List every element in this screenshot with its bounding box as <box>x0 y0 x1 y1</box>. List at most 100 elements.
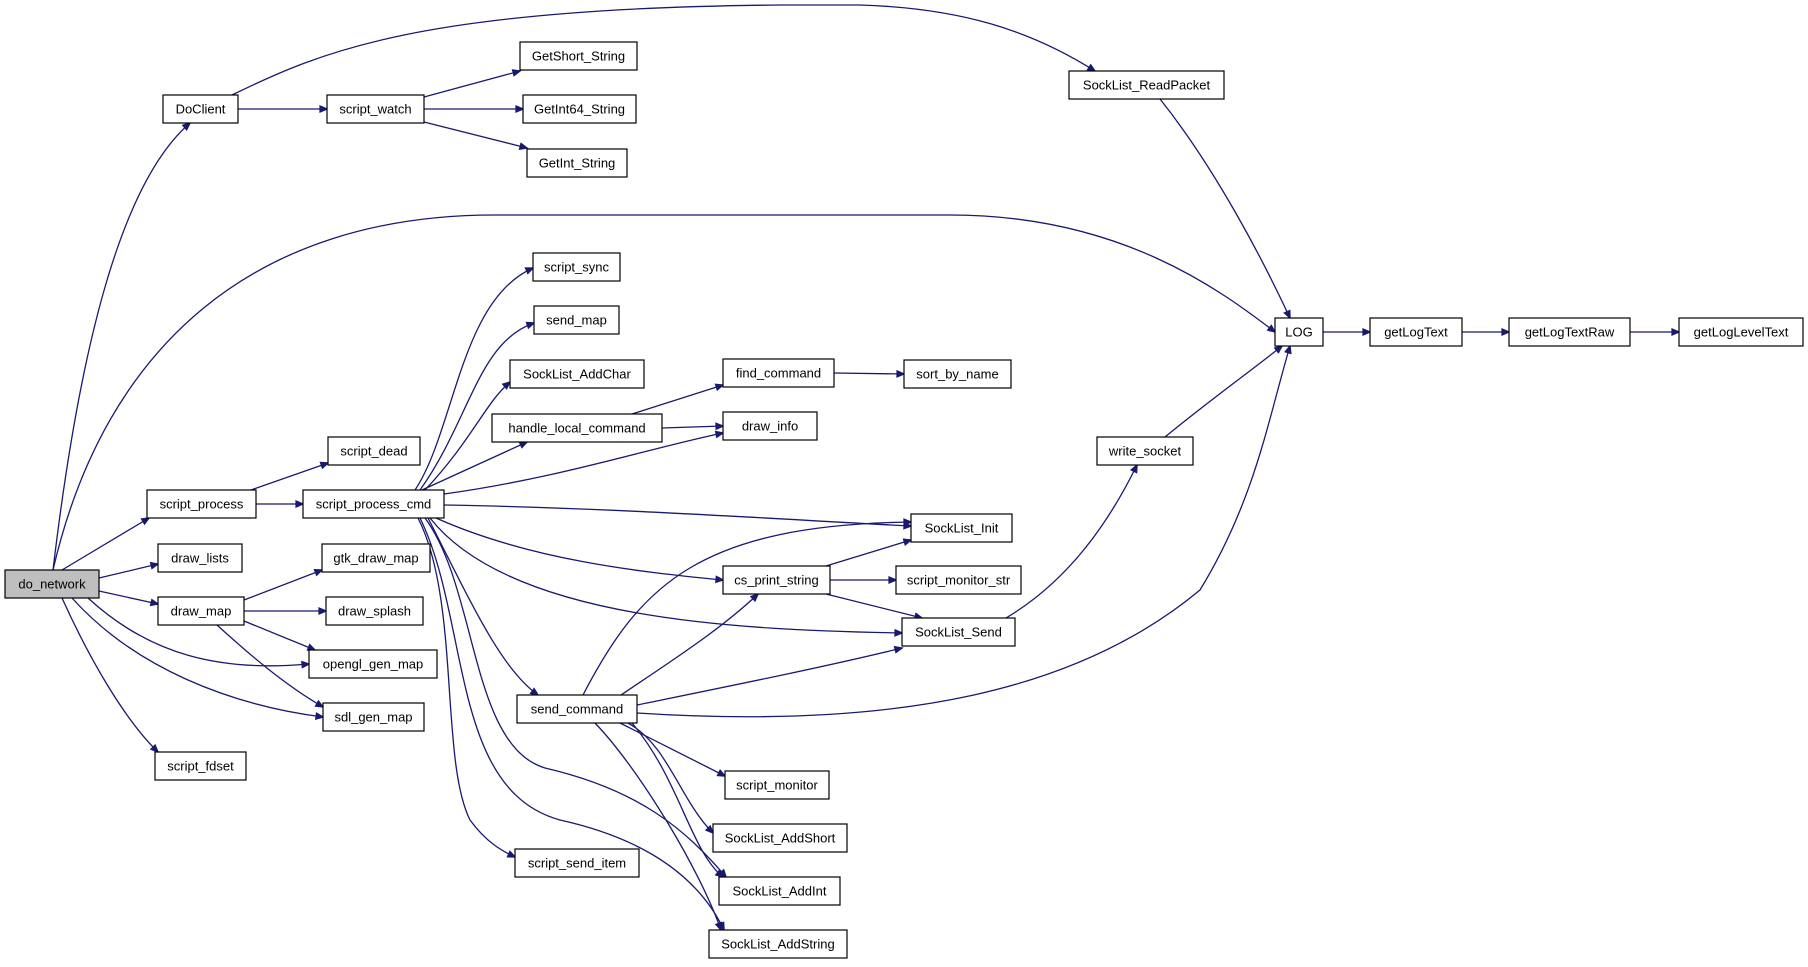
node-SockList_AddString[interactable]: SockList_AddString <box>708 929 848 959</box>
edge-draw_map-to-opengl_gen_map <box>243 620 315 650</box>
edge-send_command-to-SockList_Init <box>582 522 911 696</box>
node-box <box>325 596 424 626</box>
edge-script_process_cmd-to-SockList_AddChar <box>424 382 510 491</box>
node-box <box>509 359 645 389</box>
node-label: send_map <box>546 313 607 328</box>
node-sdl_gen_map[interactable]: sdl_gen_map <box>322 702 425 732</box>
node-gtk_draw_map[interactable]: gtk_draw_map <box>321 543 431 573</box>
node-getLogTextRaw[interactable]: getLogTextRaw <box>1508 317 1631 347</box>
node-label: script_sync <box>544 260 610 275</box>
node-label: getLogText <box>1384 325 1448 340</box>
node-draw_lists[interactable]: draw_lists <box>157 543 243 573</box>
edge-send_command-to-script_monitor <box>619 722 725 776</box>
node-script_dead[interactable]: script_dead <box>327 436 421 466</box>
node-GetShort_String[interactable]: GetShort_String <box>519 41 638 71</box>
node-box <box>708 929 848 959</box>
node-box <box>712 823 848 853</box>
node-box <box>1068 70 1225 100</box>
node-box <box>519 41 638 71</box>
edge-send_command-to-SockList_Send <box>636 648 902 706</box>
node-box <box>1096 436 1194 466</box>
node-label: draw_map <box>171 604 232 619</box>
node-script_fdset[interactable]: script_fdset <box>154 751 247 781</box>
node-label: draw_splash <box>338 604 411 619</box>
node-box <box>514 848 640 878</box>
node-SockList_AddChar[interactable]: SockList_AddChar <box>509 359 645 389</box>
node-GetInt64_String[interactable]: GetInt64_String <box>522 94 637 124</box>
node-label: cs_print_string <box>734 573 819 588</box>
node-box <box>1508 317 1631 347</box>
node-box <box>895 565 1022 595</box>
node-box <box>722 565 831 595</box>
node-handle_local_command[interactable]: handle_local_command <box>491 413 663 443</box>
node-label: GetInt_String <box>539 156 616 171</box>
node-label: sort_by_name <box>916 367 998 382</box>
node-SockList_AddShort[interactable]: SockList_AddShort <box>712 823 848 853</box>
edge-do_network-to-sdl_gen_map <box>71 597 323 717</box>
node-script_process_cmd[interactable]: script_process_cmd <box>302 489 445 519</box>
edge-script_process_cmd-to-cs_print_string <box>435 517 723 580</box>
edge-script_process_cmd-to-SockList_AddInt <box>424 517 726 877</box>
node-label: gtk_draw_map <box>333 551 418 566</box>
edge-do_network-to-script_process <box>61 518 149 571</box>
node-box <box>162 94 239 124</box>
node-getLogText[interactable]: getLogText <box>1369 317 1463 347</box>
node-DoClient[interactable]: DoClient <box>162 94 239 124</box>
node-label: draw_lists <box>171 551 229 566</box>
node-draw_map[interactable]: draw_map <box>157 596 245 626</box>
node-box <box>722 358 835 388</box>
node-do_network[interactable]: do_network <box>4 569 100 599</box>
node-label: find_command <box>736 366 821 381</box>
node-label: SockList_AddString <box>721 937 834 952</box>
node-box <box>157 596 245 626</box>
edge-send_command-to-SockList_AddString <box>594 722 721 930</box>
edge-do_network-to-draw_lists <box>98 564 158 579</box>
node-script_watch[interactable]: script_watch <box>326 94 425 124</box>
edge-send_command-to-cs_print_string <box>620 594 758 696</box>
node-send_map[interactable]: send_map <box>533 305 620 335</box>
node-draw_splash[interactable]: draw_splash <box>325 596 424 626</box>
node-box <box>526 148 628 178</box>
node-cs_print_string[interactable]: cs_print_string <box>722 565 831 595</box>
edge-write_socket-to-LOG <box>1164 346 1282 438</box>
node-label: handle_local_command <box>508 421 645 436</box>
node-box <box>718 876 841 906</box>
node-label: DoClient <box>176 102 226 117</box>
node-script_send_item[interactable]: script_send_item <box>514 848 640 878</box>
node-getLogLevelText[interactable]: getLogLevelText <box>1678 317 1804 347</box>
edge-script_process_cmd-to-handle_local_command <box>421 442 527 491</box>
edge-script_process_cmd-to-SockList_Send <box>429 517 902 633</box>
node-label: GetInt64_String <box>534 102 625 117</box>
node-write_socket[interactable]: write_socket <box>1096 436 1194 466</box>
node-box <box>901 617 1016 647</box>
node-SockList_Send[interactable]: SockList_Send <box>901 617 1016 647</box>
node-draw_info[interactable]: draw_info <box>722 411 818 441</box>
node-GetInt_String[interactable]: GetInt_String <box>526 148 628 178</box>
node-script_monitor[interactable]: script_monitor <box>724 770 830 800</box>
node-script_sync[interactable]: script_sync <box>532 252 621 282</box>
node-label: getLogTextRaw <box>1525 325 1615 340</box>
node-label: SockList_Init <box>925 521 999 536</box>
node-box <box>724 770 830 800</box>
edge-DoClient-to-SockList_ReadPacket <box>231 4 1095 96</box>
node-SockList_ReadPacket[interactable]: SockList_ReadPacket <box>1068 70 1225 100</box>
node-find_command[interactable]: find_command <box>722 358 835 388</box>
node-script_monitor_str[interactable]: script_monitor_str <box>895 565 1022 595</box>
node-opengl_gen_map[interactable]: opengl_gen_map <box>308 649 438 679</box>
node-label: SockList_AddInt <box>733 884 827 899</box>
node-SockList_Init[interactable]: SockList_Init <box>910 513 1013 543</box>
node-box <box>157 543 243 573</box>
node-label: write_socket <box>1108 444 1182 459</box>
node-LOG[interactable]: LOG <box>1274 317 1324 347</box>
node-box <box>1274 317 1324 347</box>
node-SockList_AddInt[interactable]: SockList_AddInt <box>718 876 841 906</box>
node-script_process[interactable]: script_process <box>146 489 257 519</box>
edge-script_process_cmd-to-SockList_Init <box>443 504 911 526</box>
edge-script_process_cmd-to-script_send_item <box>417 517 515 857</box>
node-sort_by_name[interactable]: sort_by_name <box>903 359 1012 389</box>
node-label: LOG <box>1285 325 1312 340</box>
edge-do_network-to-draw_map <box>98 590 158 604</box>
node-send_command[interactable]: send_command <box>516 694 638 724</box>
node-label: send_command <box>531 702 624 717</box>
